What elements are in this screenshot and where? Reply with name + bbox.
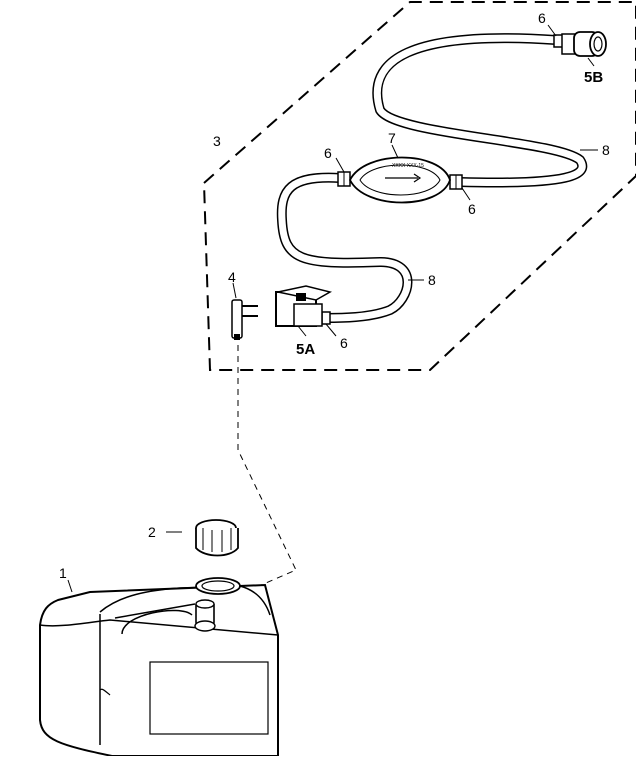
callout-fuel-tank: 1 (59, 565, 67, 581)
hose-clamp-fitting (321, 311, 331, 325)
callout-engine-fitting: 5A (296, 341, 315, 358)
callout-kit-boundary: 3 (213, 133, 221, 149)
callout-hose-lower: 8 (428, 272, 436, 288)
callout-fuel-connector: 4 (228, 269, 236, 285)
callout-clamp-top: 6 (538, 10, 546, 26)
primer-bulb: XXXX XXX-15 (348, 156, 451, 204)
fuel-hose (276, 33, 588, 323)
callout-tank-cap: 2 (148, 524, 156, 540)
tank-end-fitting (561, 31, 607, 57)
callout-clamp-bulb-left: 6 (324, 145, 332, 161)
callout-clamp-bulb-right: 6 (468, 201, 476, 217)
hose-clamp-bulb-left (337, 171, 351, 187)
engine-end-fitting (275, 285, 332, 327)
fuel-tank-cap (195, 519, 239, 557)
callout-primer-bulb: 7 (388, 130, 396, 146)
callout-tank-fitting: 5B (584, 69, 603, 86)
bulb-marking: XXXX XXX-15 (392, 163, 424, 169)
portable-fuel-tank (39, 577, 279, 757)
fuel-connector (231, 299, 258, 340)
callout-hose-upper: 8 (602, 142, 610, 158)
hose-clamp-bulb-right (449, 174, 463, 190)
connection-dashed-line (237, 345, 297, 596)
kit-boundary-dashed-outline (203, 1, 636, 371)
leader-lines (67, 24, 598, 593)
callout-clamp-fitting: 6 (340, 335, 348, 351)
